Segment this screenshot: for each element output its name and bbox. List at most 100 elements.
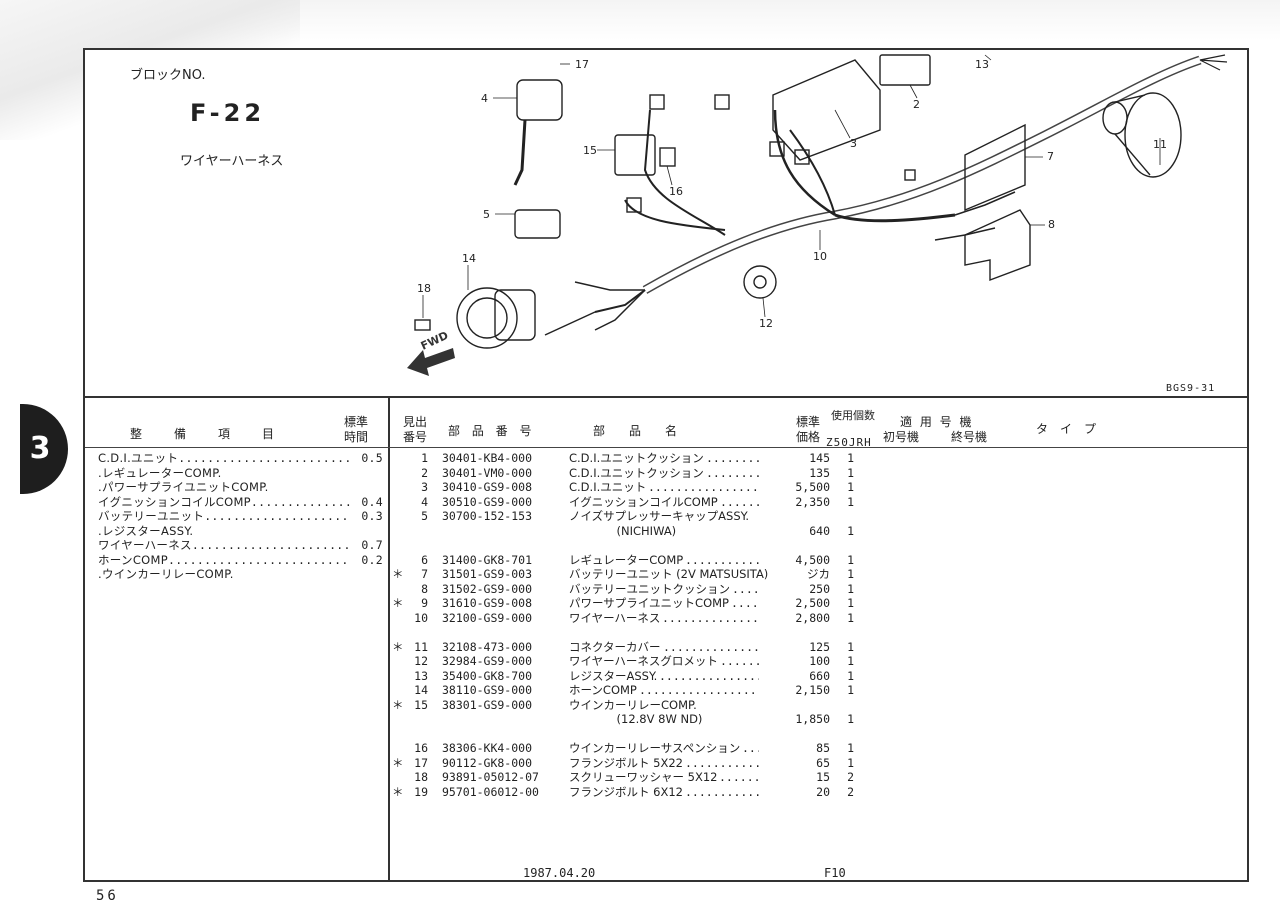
parts-row-ref: 2	[421, 465, 428, 480]
svg-text:18: 18	[417, 282, 431, 295]
parts-row-name: レギュレーターCOMP	[569, 552, 684, 567]
leader-dots: ........................................…	[732, 581, 759, 596]
block-code: F-22	[190, 99, 266, 127]
parts-row-name: パワーサプライユニットCOMP	[569, 596, 729, 610]
parts-row-name: C.D.I.ユニットクッション	[569, 465, 704, 480]
parts-row-ref: 19	[414, 784, 428, 799]
parts-row-spacer	[392, 538, 872, 553]
parts-header-applicable: 適 用 号 機	[900, 415, 974, 429]
parts-row-name: (12.8V 8W ND)	[569, 712, 703, 726]
parts-row-name: ノイズサプレッサーキャップASSY.	[569, 509, 749, 523]
parts-row: 430510-GS9-000イグニッションコイルCOMP2,3501......…	[392, 495, 872, 510]
parts-row-name: ワイヤーハーネスグロメット	[569, 654, 718, 668]
parts-row-ref: 8	[421, 581, 428, 596]
parts-row-part-no: 30401-VM0-000	[442, 465, 533, 480]
parts-row-star: ＊	[392, 697, 404, 712]
leader-dots: ........................................…	[685, 784, 759, 799]
leader-dots: ........................................…	[720, 494, 759, 509]
parts-row-price: 4,500	[795, 552, 830, 567]
parts-row-price: 65	[816, 755, 830, 770]
wire-harness-diagram: FWD 13 2 3 4 5 7 8 10 11 12 14 15 16 17 …	[407, 54, 1228, 376]
footer-code: F10	[824, 866, 846, 880]
parts-row: 831502-GS9-000バッテリーユニットクッション2501........…	[392, 582, 872, 597]
parts-row-part-no: 30401-KB4-000	[442, 451, 533, 465]
parts-row-qty: 1	[847, 480, 854, 494]
parts-row-ref: 9	[421, 596, 428, 610]
parts-row-part-no: 32100-GS9-000	[442, 610, 533, 625]
parts-row-name: フランジボルト 5X22	[569, 755, 683, 770]
parts-row-price: 125	[809, 639, 830, 654]
svg-text:2: 2	[913, 98, 920, 111]
leader-dots: ........................................…	[662, 610, 759, 625]
parts-row-part-no: 35400-GK8-700	[442, 668, 533, 683]
leader-dots: ........................................…	[639, 683, 759, 697]
parts-row-name: ホーンCOMP	[569, 683, 637, 697]
parts-row: 1232984-GS9-000ワイヤーハーネスグロメット1001........…	[392, 654, 872, 669]
maintenance-row: C.D.I.ユニット..............................…	[98, 451, 383, 465]
parts-row-name: スクリューワッシャー 5X12	[569, 770, 718, 784]
table-header-divider	[85, 447, 1247, 448]
parts-row-name: バッテリーユニット (2V MATSUSITA)	[569, 567, 769, 581]
parts-row-ref: 13	[414, 668, 428, 683]
parts-row-star: ＊	[392, 784, 404, 799]
page-frame	[83, 48, 1249, 882]
parts-row-ref: 10	[414, 610, 428, 625]
maintenance-row: .パワーサプライユニットCOMP.	[98, 480, 269, 494]
parts-row-name: レジスターASSY.	[569, 668, 658, 683]
parts-header-model: Z50JRH	[826, 436, 872, 449]
parts-row-price: 145	[809, 451, 830, 465]
parts-row-spacer	[392, 625, 872, 640]
maintenance-row: .ウインカーリレーCOMP.	[98, 567, 234, 581]
parts-row-star: ＊	[392, 567, 404, 581]
block-label: ブロックNO.	[130, 68, 206, 83]
parts-row-ref: 14	[414, 683, 428, 697]
parts-row-price: ジカ	[807, 567, 830, 581]
parts-row-qty: 1	[847, 639, 854, 654]
parts-row-name: ウインカーリレーCOMP.	[569, 697, 697, 712]
parts-row-qty: 1	[847, 523, 854, 538]
parts-row-part-no: 32984-GS9-000	[442, 654, 533, 668]
fwd-arrow: FWD	[407, 329, 455, 376]
maintenance-row: ワイヤーハーネス................................…	[98, 538, 383, 552]
parts-row-qty: 1	[847, 755, 854, 770]
leader-dots: ........................................…	[648, 480, 759, 494]
svg-text:10: 10	[813, 250, 827, 263]
parts-header-price: 標準 価格	[796, 415, 821, 444]
parts-row-part-no: 30510-GS9-000	[442, 494, 533, 509]
svg-text:12: 12	[759, 317, 773, 330]
parts-row-price: 85	[816, 741, 830, 755]
maintenance-row: イグニッションコイルCOMP..........................…	[98, 494, 383, 509]
parts-row-qty: 1	[847, 465, 854, 480]
parts-row-star: ＊	[392, 639, 404, 654]
parts-row-part-no: 30410-GS9-008	[442, 480, 533, 494]
svg-text:7: 7	[1047, 150, 1054, 163]
leader-dots: ........................................…	[659, 668, 759, 683]
parts-row-price: 2,800	[795, 610, 830, 625]
parts-row-name: C.D.I.ユニット	[569, 480, 647, 494]
parts-row-qty: 1	[847, 712, 854, 726]
parts-row-name: C.D.I.ユニットクッション	[569, 451, 704, 465]
parts-row-name: ワイヤーハーネス	[569, 610, 661, 625]
leader-dots: ........................................…	[706, 451, 759, 465]
parts-row-part-no: 31501-GS9-003	[442, 567, 533, 581]
parts-row-ref: 4	[421, 494, 428, 509]
parts-row-qty: 1	[847, 494, 854, 509]
callout-leaders	[422, 54, 1161, 318]
parts-row-qty: 1	[847, 596, 854, 610]
parts-row-price: 640	[809, 523, 830, 538]
parts-row-part-no: 38110-GS9-000	[442, 683, 533, 697]
parts-row-part-no: 31502-GS9-000	[442, 581, 533, 596]
parts-row-price: 100	[809, 654, 830, 668]
svg-text:4: 4	[481, 92, 488, 105]
parts-row-ref: 1	[421, 451, 428, 465]
parts-row-price: 15	[816, 770, 830, 784]
parts-row-name: フランジボルト 6X12	[569, 784, 683, 799]
leader-dots: ........................................…	[685, 755, 759, 770]
callout-numbers: 13 2 3 4 5 7 8 10 11 12 14 15 16 17 18	[417, 58, 1167, 330]
maintenance-row: バッテリーユニット...............................…	[98, 509, 383, 523]
